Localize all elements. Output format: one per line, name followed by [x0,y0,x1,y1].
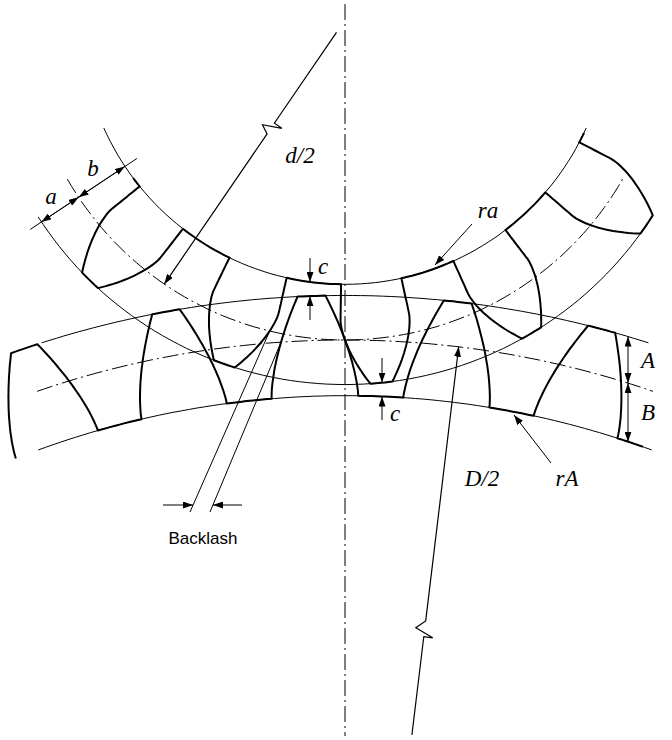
dimension-arrow [163,505,193,506]
dimension-arrow [79,166,125,197]
dimension-label: d/2 [285,144,314,167]
pitch-circle [67,179,622,340]
pitch-circle [37,340,653,391]
pinion-teeth [82,133,653,384]
dimension-arrow [628,383,629,442]
dimension-line [30,159,137,230]
tip-circle [38,217,652,385]
leader-line [435,224,472,265]
dimension-label: rA [556,467,579,490]
dimension-label: b [87,157,99,180]
extension-line [210,342,281,512]
centre-line [345,4,346,736]
gear-teeth [8,296,643,459]
dimension-arrow [628,337,629,384]
tip-circle [42,295,649,342]
clearance-arrow [310,296,311,320]
root-circle [104,128,586,284]
leader-line [514,415,551,463]
dimension-arrow [213,505,242,506]
dimension-label: a [45,185,57,208]
dimension-label: c [390,402,400,425]
clearance-arrow [310,258,311,282]
dimension-label: A [641,349,655,372]
dimension-label: ra [478,199,498,222]
extension-line [190,331,270,512]
clearance-arrow [382,397,383,420]
radius-leader [412,347,459,735]
dimension-label: c [318,255,328,278]
clearance-arrow [382,358,383,383]
dimension-label: D/2 [465,467,500,490]
dimension-label: Backlash [169,530,238,547]
dimension-label: B [641,401,655,424]
radius-leader [164,32,336,284]
